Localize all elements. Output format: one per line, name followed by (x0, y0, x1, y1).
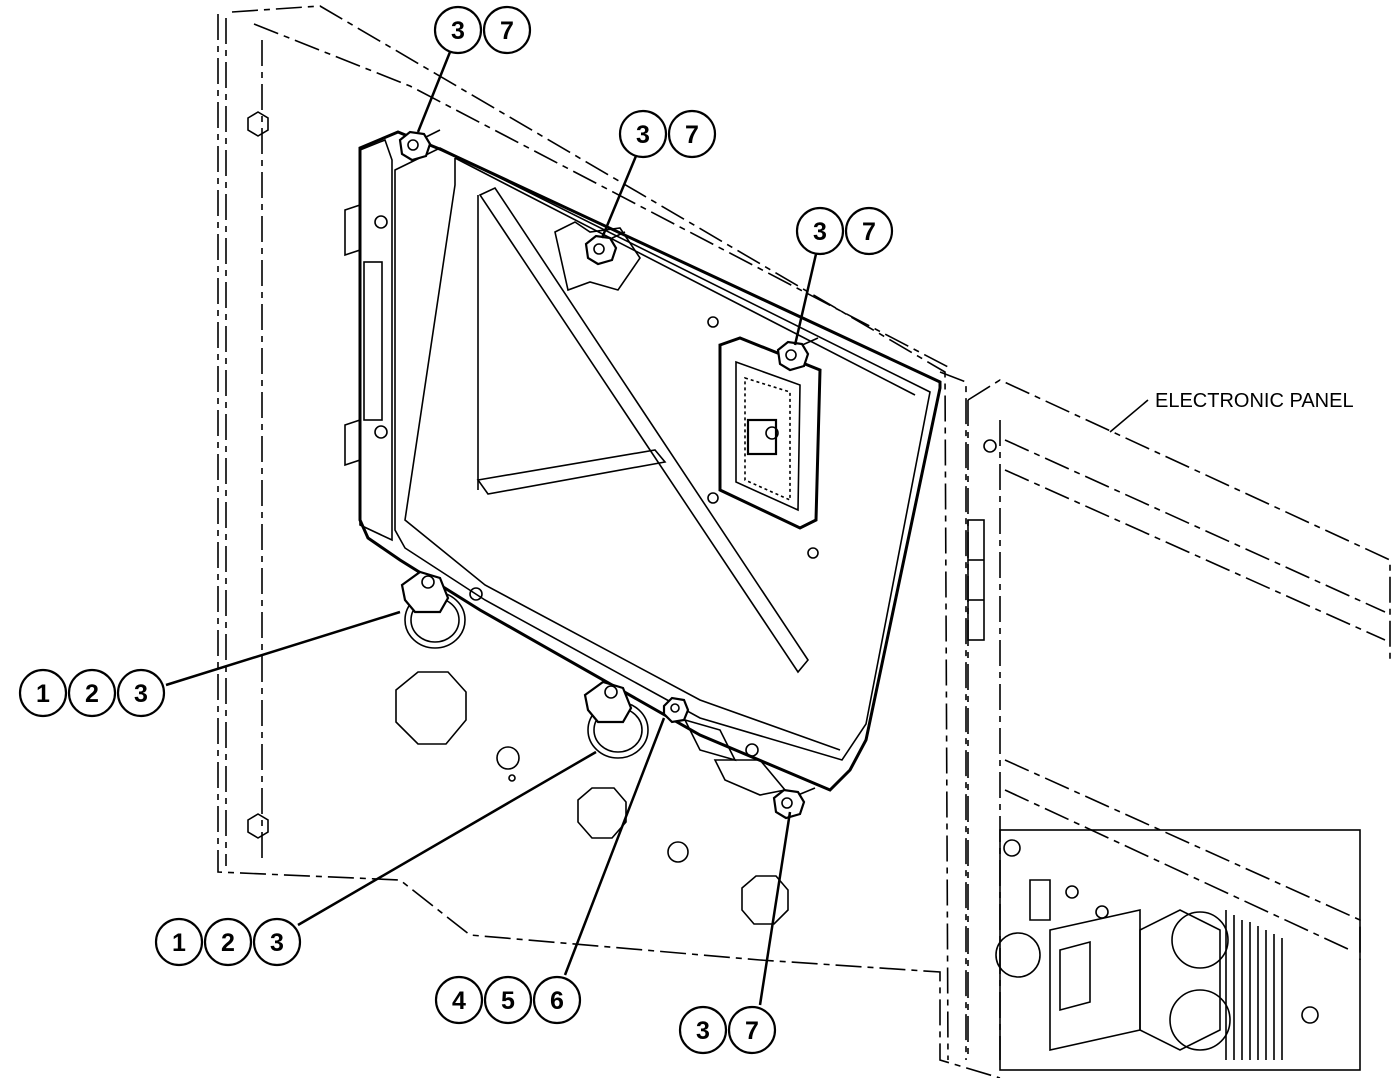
nut-top-right (776, 337, 819, 372)
callout-number: 3 (451, 17, 465, 45)
callout-bottom-middle: 4 5 6 (434, 975, 582, 1025)
callout-number: 1 (36, 680, 50, 708)
leader-electronic-panel (1109, 399, 1149, 433)
leader-bottom-middle (563, 717, 666, 976)
callouts: 3 7 3 7 3 7 1 2 3 1 2 3 (18, 5, 894, 1055)
callout-top-left: 3 7 (433, 5, 532, 55)
electronic-panel (967, 379, 1391, 1071)
electronic-panel-label: ELECTRONIC PANEL (1155, 390, 1354, 412)
bolt-bottom-middle (662, 696, 690, 724)
callout-balloon (844, 206, 894, 256)
nut-top-middle (554, 221, 641, 292)
callout-top-right: 3 7 (795, 206, 894, 256)
callout-balloon (434, 975, 484, 1025)
callout-left-upper: 1 2 3 (18, 668, 166, 718)
callout-number: 4 (452, 987, 466, 1015)
callout-bottom-right: 3 7 (678, 1005, 777, 1055)
callout-balloon (667, 109, 717, 159)
leader-lines (165, 51, 1149, 1006)
callout-number: 3 (696, 1017, 710, 1045)
callout-balloon (482, 5, 532, 55)
clip-left (400, 570, 466, 649)
callout-balloon (727, 1005, 777, 1055)
callout-balloon (678, 1005, 728, 1055)
callout-number: 1 (172, 929, 186, 957)
nut-top-left (398, 129, 441, 162)
callout-number: 2 (85, 680, 99, 708)
callout-balloon (154, 917, 204, 967)
callout-balloon (18, 668, 68, 718)
callout-number: 3 (813, 218, 827, 246)
callout-balloon (433, 5, 483, 55)
callout-number: 2 (221, 929, 235, 957)
callout-balloon (483, 975, 533, 1025)
callout-balloon (252, 917, 302, 967)
callout-number: 6 (550, 987, 564, 1015)
callout-balloon (116, 668, 166, 718)
callout-top-middle: 3 7 (618, 109, 717, 159)
callout-balloon (795, 206, 845, 256)
callout-left-lower: 1 2 3 (154, 917, 302, 967)
callout-number: 5 (501, 987, 515, 1015)
leader-top-right (793, 253, 818, 346)
callout-number: 7 (745, 1017, 759, 1045)
callout-number: 7 (500, 17, 514, 45)
hardware-clips (400, 570, 649, 759)
mounting-plate (217, 5, 1001, 1079)
callout-number: 3 (134, 680, 148, 708)
control-module (344, 130, 942, 796)
hardware-nuts (398, 129, 819, 820)
callout-number: 3 (270, 929, 284, 957)
callout-balloon (67, 668, 117, 718)
nut-bottom-right (772, 787, 816, 820)
callout-balloon (532, 975, 582, 1025)
leader-left-lower (297, 750, 597, 927)
leader-bottom-right (758, 811, 792, 1006)
callout-number: 3 (636, 121, 650, 149)
leader-top-middle (600, 155, 638, 239)
callout-balloon (203, 917, 253, 967)
callout-balloon (618, 109, 668, 159)
callout-number: 7 (862, 218, 876, 246)
leader-top-left (416, 51, 452, 133)
clip-middle (583, 680, 649, 759)
callout-number: 7 (685, 121, 699, 149)
leader-left-upper (165, 610, 401, 687)
